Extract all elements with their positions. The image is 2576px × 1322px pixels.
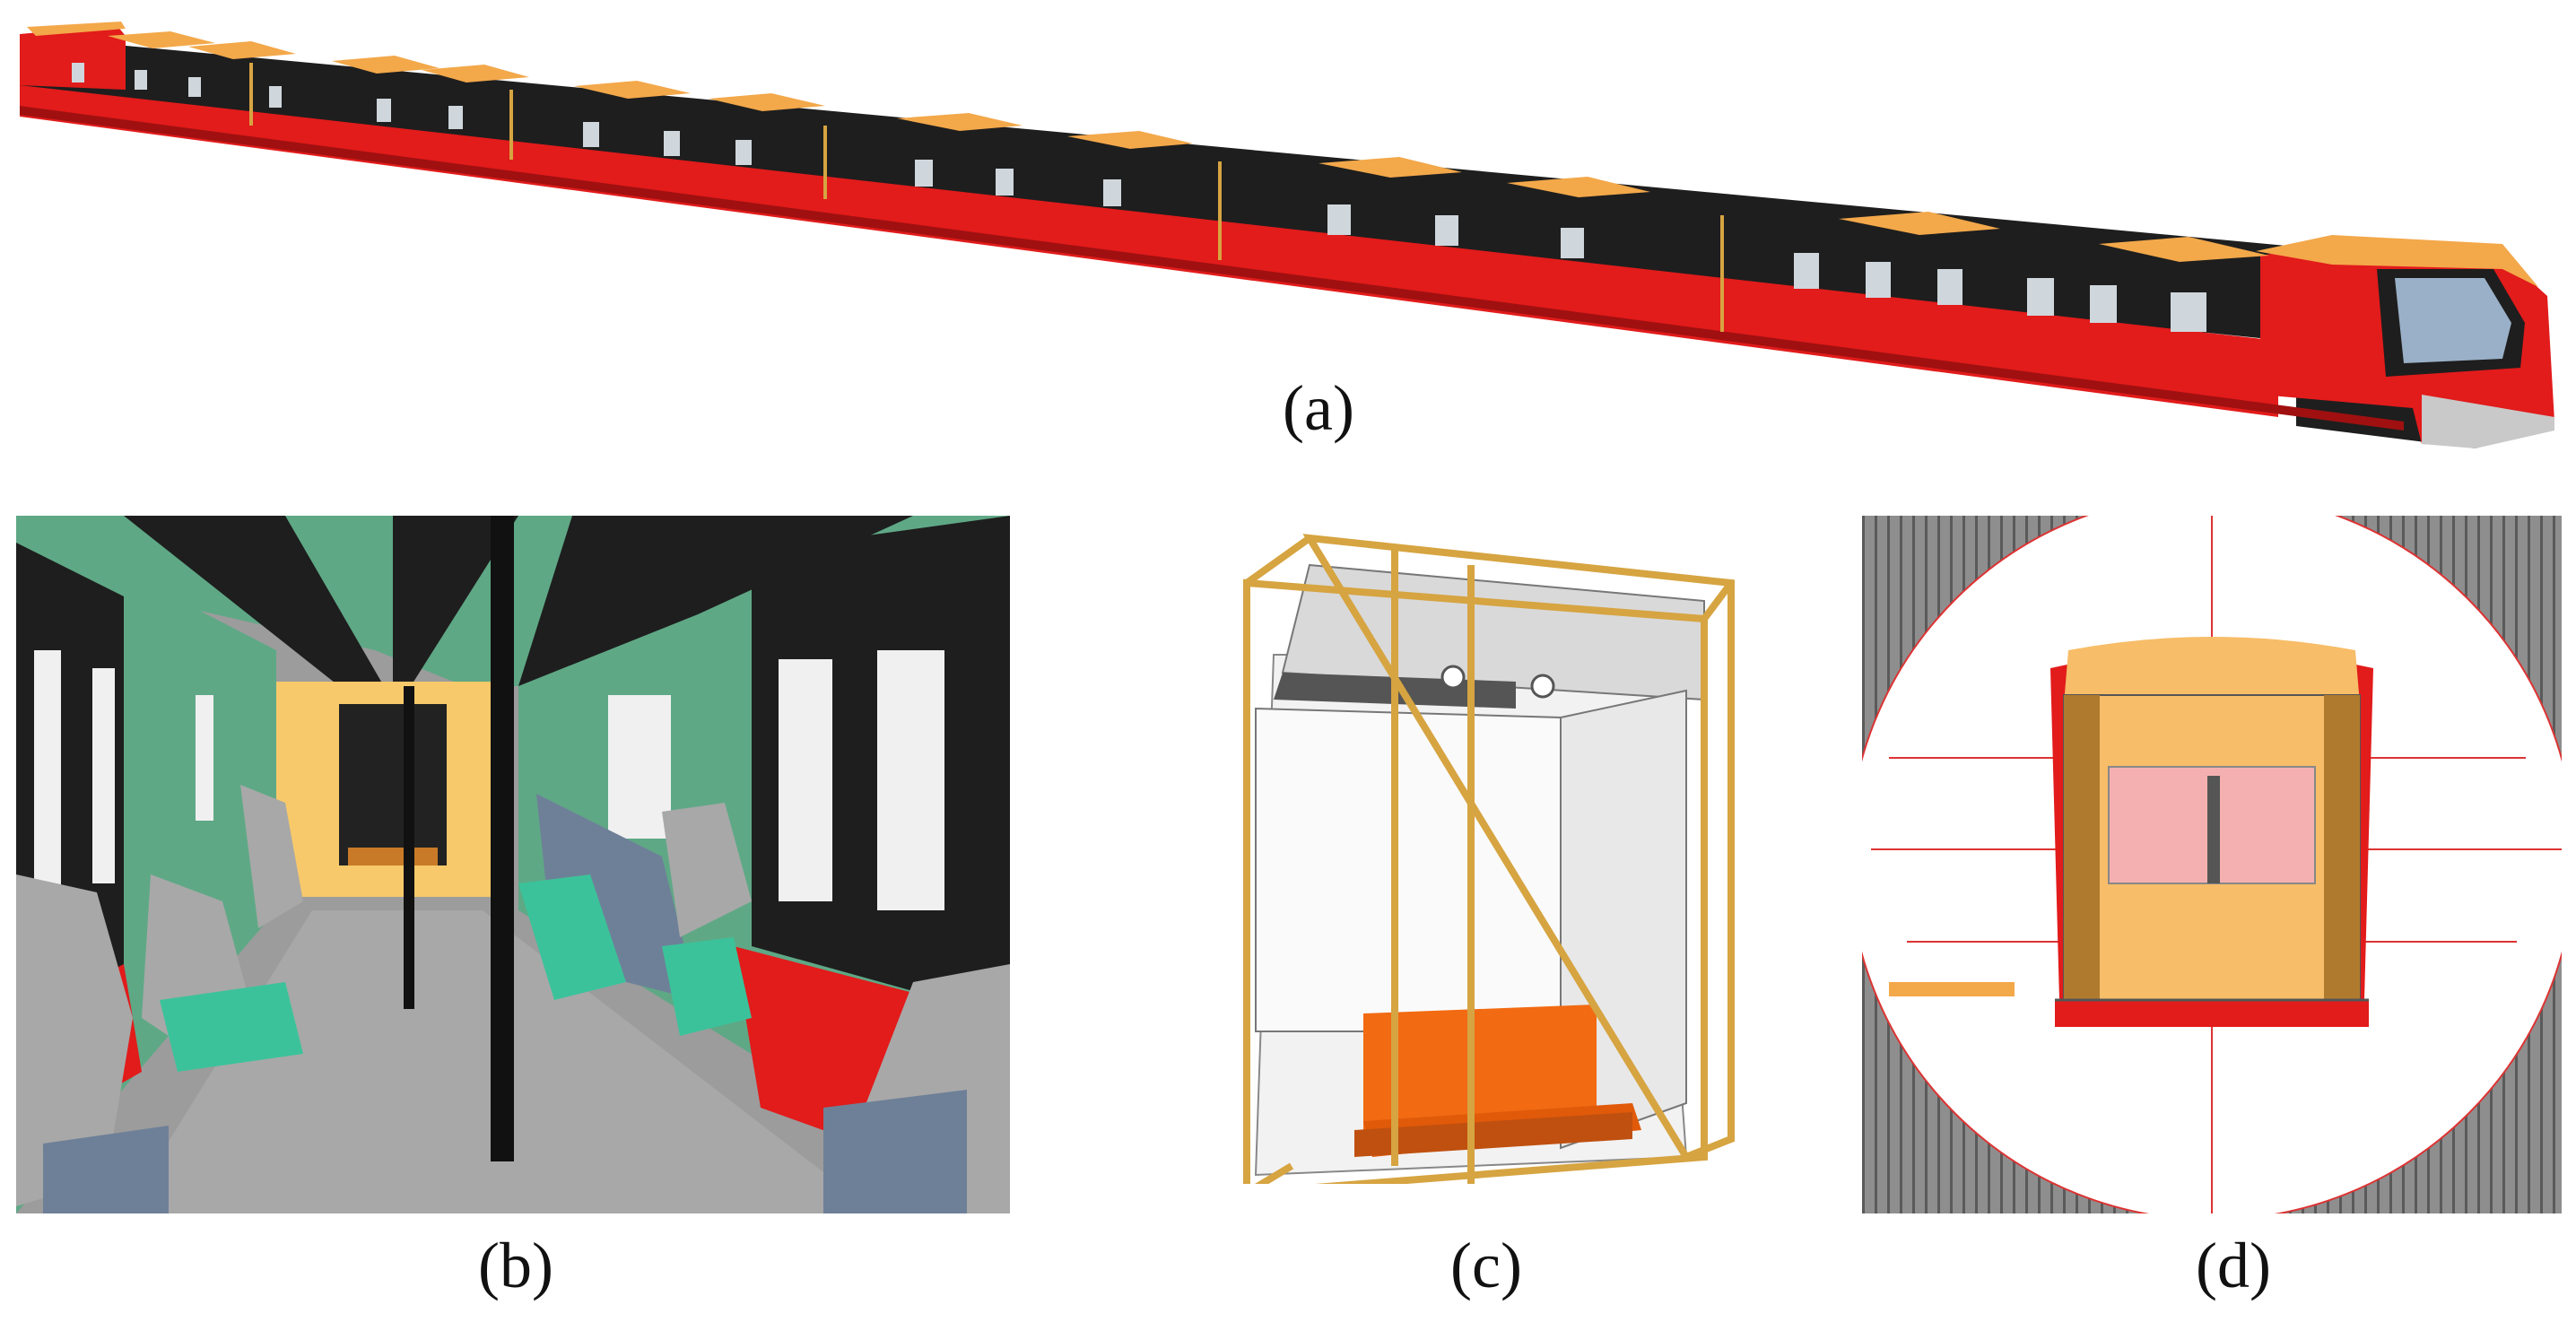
car-couplers (249, 63, 1724, 332)
tunnel-cross-section-illustration (1862, 516, 2562, 1213)
panel-b-car-interior (16, 516, 1010, 1213)
panel-a-train-exterior (0, 0, 2576, 466)
seat-module-illustration (1243, 534, 1735, 1184)
car-interior-illustration (16, 516, 1010, 1213)
caption-b: (b) (478, 1230, 553, 1301)
gold-frame (1243, 534, 1735, 1184)
train-windows (72, 63, 2206, 332)
caption-d: (d) (2196, 1230, 2271, 1301)
caption-c: (c) (1450, 1230, 1522, 1301)
panel-d-tunnel-cross-section (1862, 516, 2562, 1213)
caption-a: (a) (1283, 372, 1354, 444)
panel-c-seat-module (1220, 529, 1758, 1184)
train-exterior-illustration (20, 22, 2554, 448)
roof-units (108, 31, 2269, 262)
